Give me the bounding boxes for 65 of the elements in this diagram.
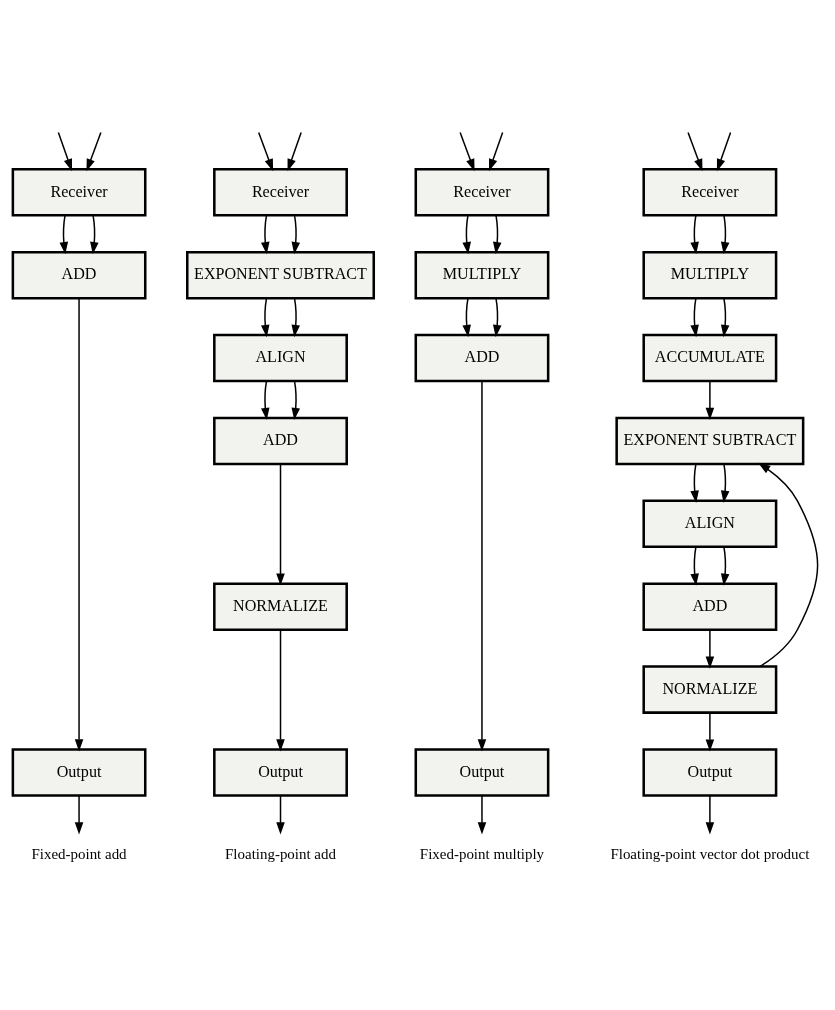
node-text: Fixed-point add xyxy=(31,846,127,863)
arrow xyxy=(720,214,730,255)
arrow xyxy=(758,462,819,668)
node-text: Fixed-point multiply xyxy=(419,846,545,863)
arrow xyxy=(720,546,730,586)
arrow xyxy=(57,131,73,172)
arrow xyxy=(287,131,302,172)
arrow xyxy=(74,794,84,835)
arrow xyxy=(291,297,301,338)
arrow xyxy=(276,463,285,586)
node-box: Output xyxy=(11,748,147,797)
node-box: ADD xyxy=(642,582,778,631)
arrow xyxy=(705,712,715,752)
arrow xyxy=(705,794,715,835)
node-box: Output xyxy=(213,748,348,797)
node-box: NORMALIZE xyxy=(642,665,778,714)
node-box: ACCUMULATE xyxy=(642,333,778,383)
node-text: Floating-point add xyxy=(225,846,336,863)
node-box: ALIGN xyxy=(642,499,778,549)
arrow xyxy=(459,131,475,172)
node-box: Output xyxy=(642,748,778,797)
arrow xyxy=(462,297,471,338)
node-box: NORMALIZE xyxy=(213,582,348,631)
arrow xyxy=(493,214,502,255)
node-box: ADD xyxy=(11,250,147,300)
arrow xyxy=(705,629,715,669)
node-box: ALIGN xyxy=(213,333,348,383)
arrow xyxy=(59,214,69,255)
arrow xyxy=(720,297,730,338)
arrow xyxy=(86,131,102,172)
node-box: Output xyxy=(414,748,550,797)
arrow xyxy=(690,214,699,255)
arrow xyxy=(90,214,99,255)
node-box: ADD xyxy=(414,333,550,383)
arrow xyxy=(720,463,730,503)
arrow xyxy=(477,794,487,835)
arrow xyxy=(477,380,487,752)
arrow xyxy=(261,380,270,421)
arrow xyxy=(257,131,274,172)
arrow xyxy=(291,214,301,255)
node-box: Receiver xyxy=(414,168,550,217)
node-box: EXPONENT SUBTRACT xyxy=(186,250,376,300)
node-box: EXPONENT SUBTRACT xyxy=(615,416,805,466)
node-box: Receiver xyxy=(642,168,778,217)
arrow xyxy=(489,131,504,172)
arrow xyxy=(276,629,285,752)
arrow xyxy=(716,131,732,172)
node-box: MULTIPLY xyxy=(414,250,550,300)
arrow xyxy=(687,131,703,172)
arrow xyxy=(462,214,471,255)
arrow xyxy=(690,546,699,586)
node-box: Receiver xyxy=(213,168,348,217)
node-text: Floating-point vector dot product xyxy=(610,846,810,863)
arrow xyxy=(261,214,270,255)
arrow xyxy=(690,463,699,503)
arrow xyxy=(74,297,84,752)
node-box: Receiver xyxy=(11,168,147,217)
node-box: MULTIPLY xyxy=(642,250,778,300)
arrow xyxy=(493,297,502,338)
arrow xyxy=(261,297,270,338)
node-box: ADD xyxy=(213,416,348,466)
arrow xyxy=(705,380,715,421)
arrow xyxy=(690,297,699,338)
arrow xyxy=(276,794,285,835)
arrow xyxy=(291,380,301,421)
